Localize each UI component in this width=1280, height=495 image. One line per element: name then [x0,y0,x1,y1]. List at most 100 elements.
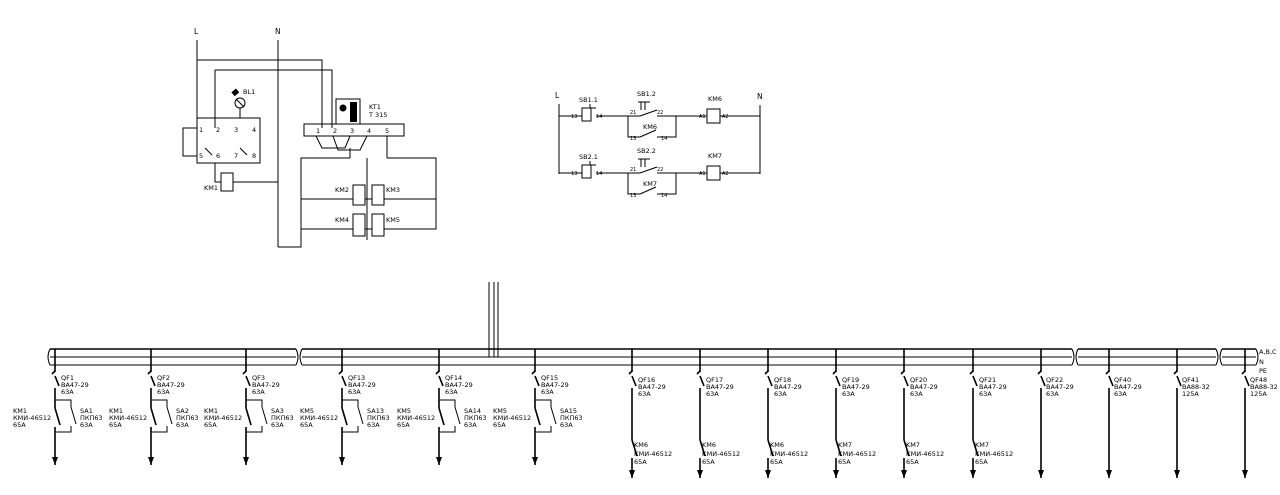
breaker-type: ВА47-29 [157,381,185,389]
breaker-type: ВА47-29 [979,383,1007,391]
feeder-qf14: QF14ВА47-2963AKM5КМИ-4651265ASA14ПКП6363… [397,349,487,465]
contactor-label: KM7 [906,441,920,449]
contactor-type: КМИ-46512 [906,450,944,458]
switch-type: ПКП63 [367,414,390,422]
pin-label: 14 [596,114,602,120]
breaker-rating: 63A [706,390,719,398]
breaker-rating: 63A [348,388,361,396]
svg-text:3: 3 [350,127,354,135]
pin-label: 14 [596,171,602,177]
pin-label: 13 [571,171,577,177]
timer-name: KT1 [369,103,381,111]
breaker-rating: 63A [541,388,554,396]
breaker-label: QF18 [774,376,791,384]
svg-text:3: 3 [234,126,238,134]
contactor-label: KM6 [634,441,648,449]
breaker-rating: 63A [157,388,170,396]
breaker-label: QF16 [638,376,655,384]
svg-text:6: 6 [216,152,220,160]
contactor-type: КМИ-46512 [975,450,1013,458]
contactor-type: КМИ-46512 [109,414,147,422]
label-n-right: N [757,92,763,101]
start-button-label: SB2.2 [637,147,656,155]
contactor-type: КМИ-46512 [397,414,435,422]
svg-text:1: 1 [199,126,203,134]
switch-rating: 63A [367,421,380,429]
pin-label: 13 [630,193,636,199]
contactor-type: КМИ-46512 [634,450,672,458]
pin-label: 13 [630,136,636,142]
pin-label: 21 [630,167,636,173]
breaker-rating: 63A [1114,390,1127,398]
pin-label: A2 [722,114,729,120]
contactor-rating: 65A [493,421,506,429]
contactor-rating: 65A [300,421,313,429]
svg-text:2: 2 [333,127,337,135]
contactor-rating: 65A [906,458,919,466]
coil-label: KM6 [708,95,722,103]
contactor-type: КМИ-46512 [770,450,808,458]
breaker-rating: 63A [774,390,787,398]
breaker-type: ВА47-29 [910,383,938,391]
stop-button-label: SB1.1 [579,96,598,104]
svg-text:2: 2 [216,126,220,134]
contactor-rating: 65A [702,458,715,466]
contactor-rating: 65A [109,421,122,429]
sensor-pins-top: 1 2 3 4 [199,126,256,134]
contactor-rating: 65A [634,458,647,466]
breaker-label: QF14 [445,374,462,382]
switch-type: ПКП63 [176,414,199,422]
pin-label: 21 [630,110,636,116]
contactor-rating: 65A [13,421,26,429]
breaker-type: ВА47-29 [541,381,569,389]
contactor-label: KM7 [975,441,989,449]
breaker-label: QF48 [1250,376,1267,384]
switch-label: SA3 [271,407,284,415]
contactor-label: KM1 [204,407,218,415]
coil-km3: KM3 [386,186,400,194]
breaker-label: QF15 [541,374,558,382]
pin-label: 22 [657,167,663,173]
breaker-label: QF22 [1046,376,1063,384]
contactor-label: KM7 [838,441,852,449]
breaker-type: ВА88-32 [1182,383,1210,391]
switch-label: SA2 [176,407,189,415]
svg-text:1: 1 [316,127,320,135]
sensor-pins-bottom: 5 6 7 8 [199,152,256,160]
label-l-left: L [194,27,199,36]
bus-label-abc: A,B,C [1259,348,1277,356]
switch-rating: 63A [271,421,284,429]
switch-label: SA15 [560,407,577,415]
contactor-type: КМИ-46512 [493,414,531,422]
contactor-label: KM6 [702,441,716,449]
breaker-label: QF2 [157,374,170,382]
sensor-label: BL1 [243,88,255,96]
coil-km4: KM4 [335,216,349,224]
contactor-label: KM1 [13,407,27,415]
label-n-left: N [275,27,281,36]
svg-text:7: 7 [234,152,238,160]
timer-model: T 315 [368,111,387,119]
breaker-rating: 63A [445,388,458,396]
bus-label-n: N [1259,358,1264,366]
svg-text:4: 4 [252,126,256,134]
contactor-rating: 65A [397,421,410,429]
pin-label: 14 [661,136,667,142]
switch-label: SA13 [367,407,384,415]
svg-text:8: 8 [252,152,256,160]
feeders: QF1ВА47-2963AKM1КМИ-4651265ASA1ПКП6363AQ… [13,349,1278,478]
breaker-type: ВА88-32 [1250,383,1278,391]
breaker-rating: 63A [910,390,923,398]
breaker-rating: 63A [61,388,74,396]
